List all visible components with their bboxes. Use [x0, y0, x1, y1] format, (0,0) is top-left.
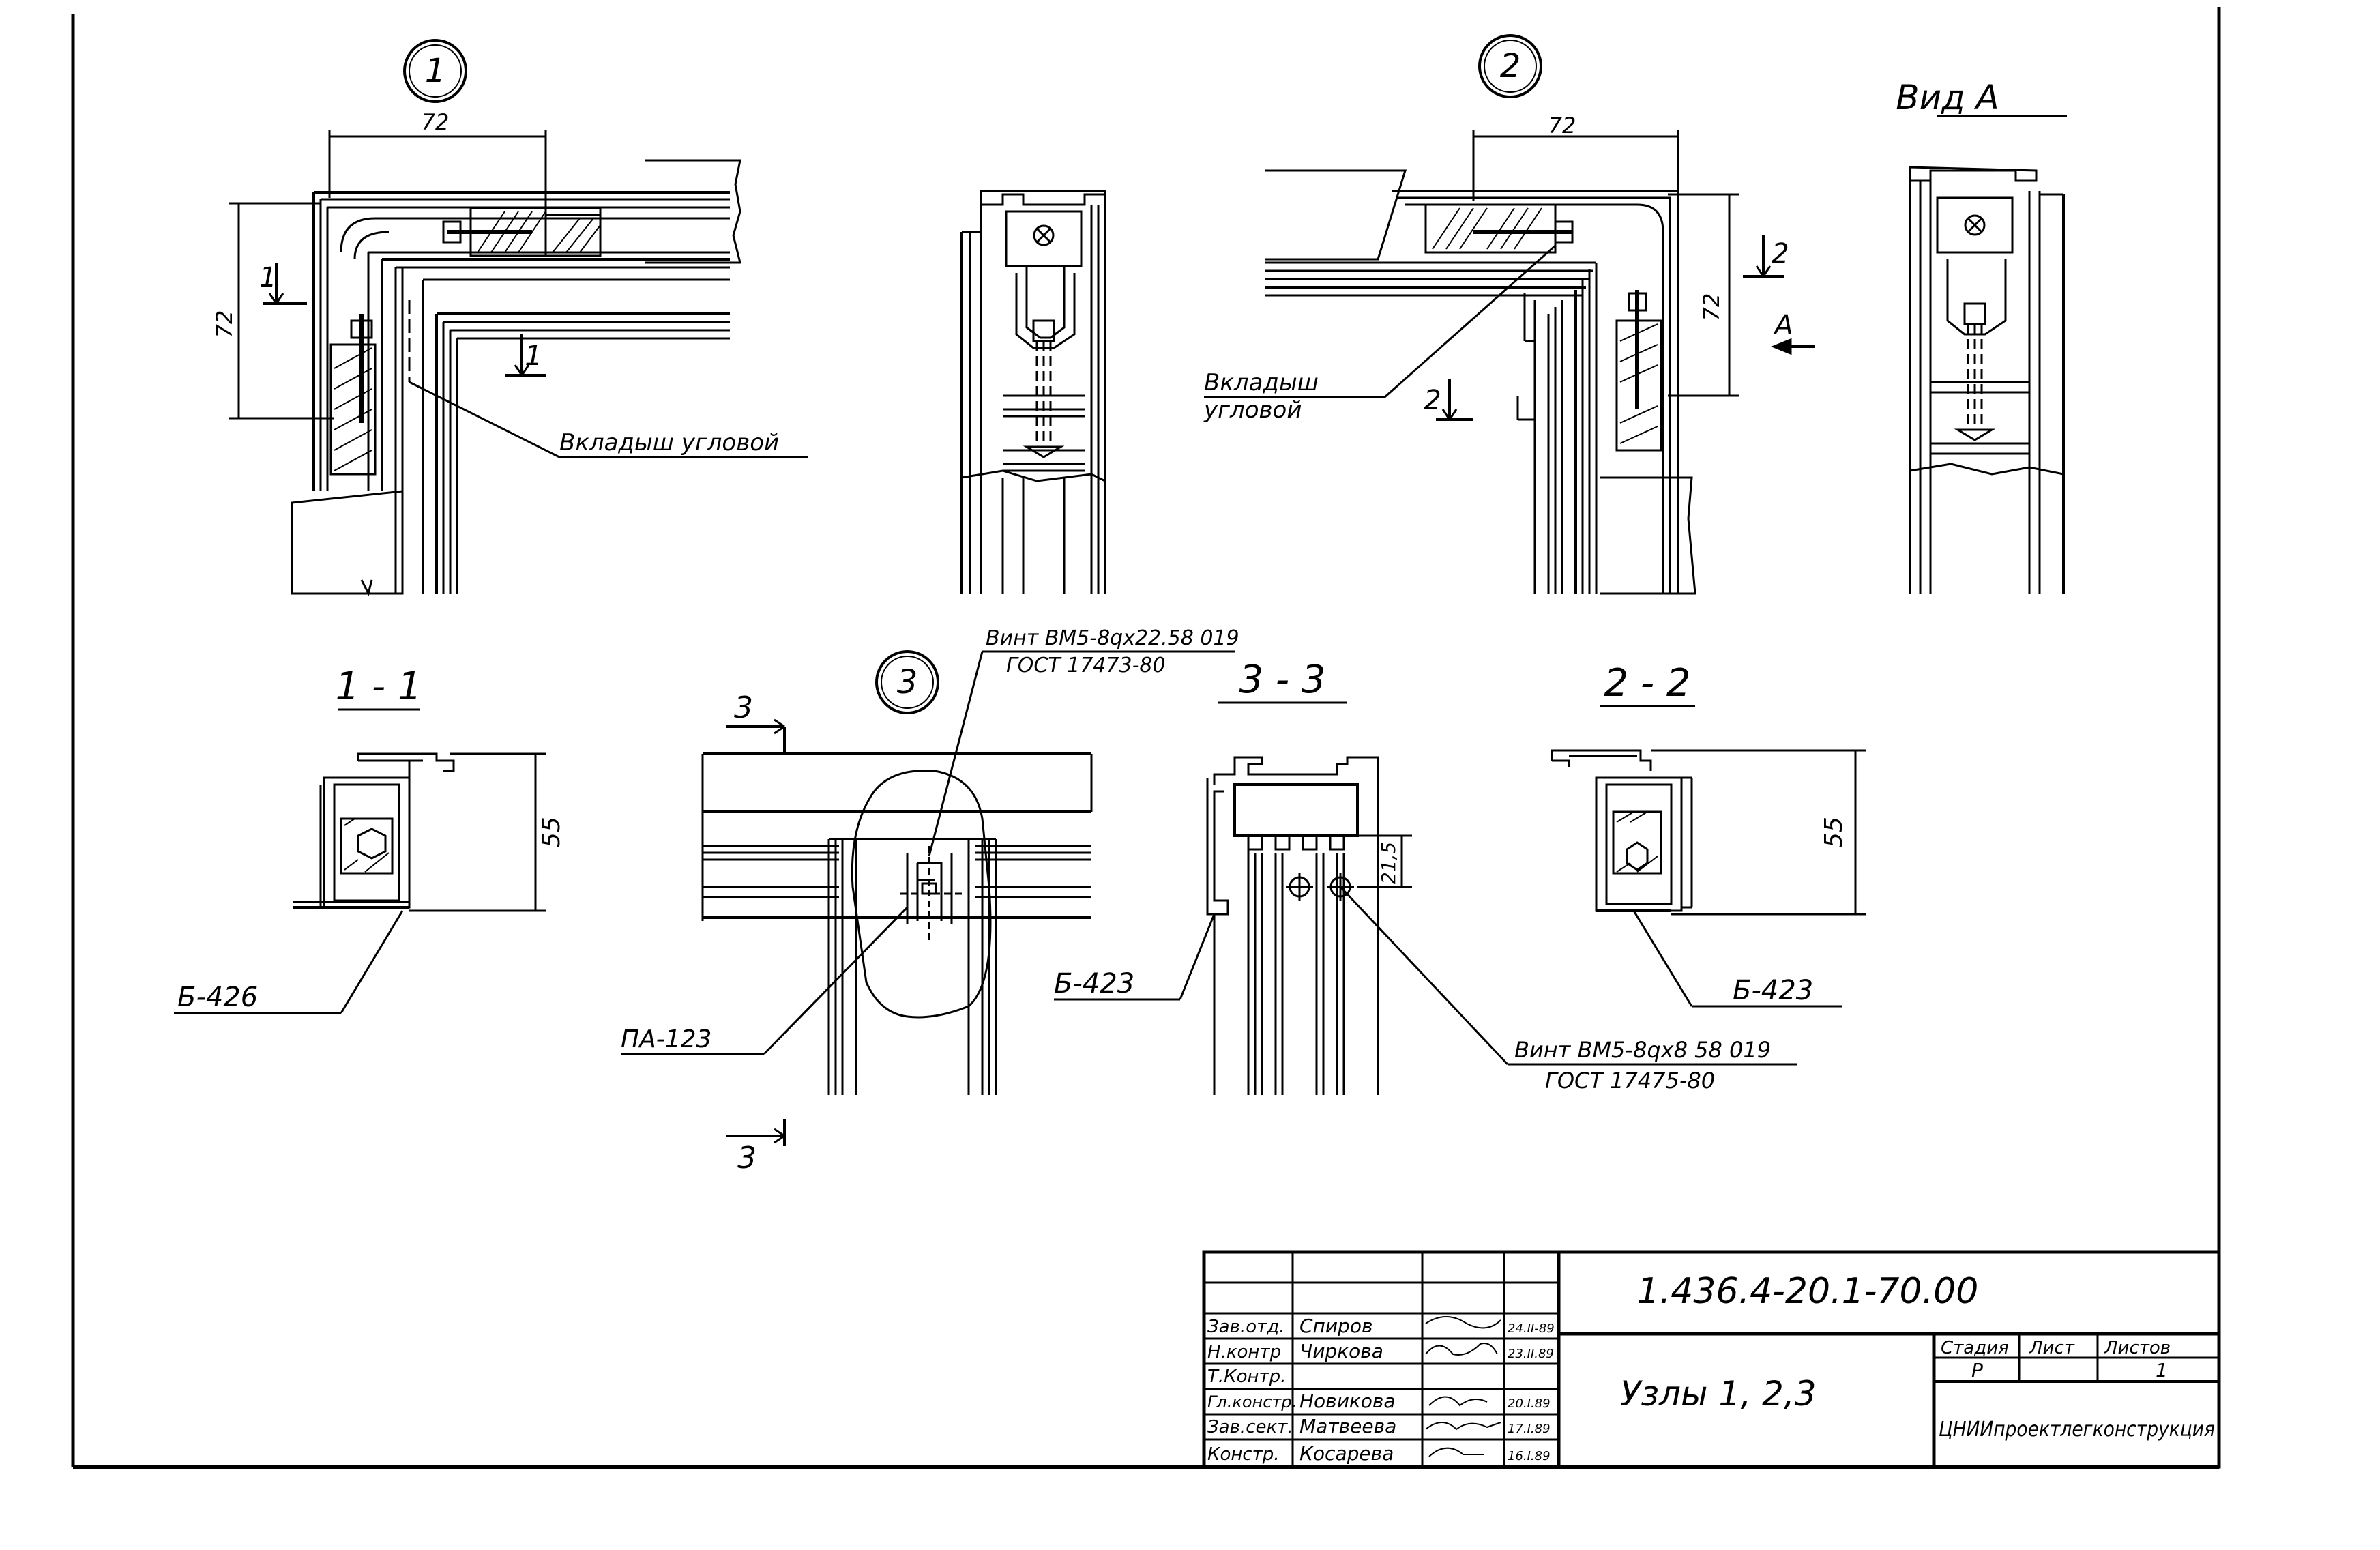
signature-role: Зав.сект.: [1207, 1417, 1293, 1437]
signature-name: Косарева: [1299, 1442, 1394, 1465]
signature-row: Гл.констр. Новикова 20.I.89: [1207, 1390, 1551, 1412]
section-3-3-title: 3 - 3: [1239, 658, 1325, 702]
signature-date: 24.II-89: [1508, 1321, 1555, 1336]
screw-label-1-line1: Винт ВМ5-8qх22.58 019: [986, 626, 1239, 650]
signature-row: Констр. Косарева 16.I.89: [1207, 1442, 1551, 1465]
sheets-header: Листов: [2104, 1338, 2171, 1358]
node-3-detail: [621, 652, 1235, 1146]
stage-value: Р: [1971, 1359, 1983, 1381]
signature-role: Констр.: [1207, 1444, 1280, 1465]
stage-header: Стадия: [1941, 1338, 2009, 1358]
signature-row: Н.контр Чиркова 23.II.89: [1207, 1340, 1554, 1362]
signature-name: Чиркова: [1299, 1340, 1383, 1362]
elevation-view-1: [962, 191, 1105, 594]
section-1-1-profile: [174, 754, 546, 1013]
document-number: 1.436.4-20.1-70.00: [1637, 1271, 1979, 1312]
section-1-1-title: 1 - 1: [335, 664, 422, 709]
section-3-3-dim-21-5: 21,5: [1377, 842, 1400, 884]
node-1-dim-72-left: 72: [211, 310, 237, 338]
title-block-grid: [1204, 1252, 2219, 1467]
view-a-title: Вид А: [1896, 78, 1999, 117]
section-mark-3-top: 3: [734, 690, 753, 725]
section-1-1-dim-55: 55: [538, 817, 565, 848]
section-mark-2b: 2: [1424, 385, 1441, 416]
section-mark-3-bottom: 3: [737, 1141, 756, 1175]
insert-label-1: Вкладыш угловой: [559, 429, 779, 456]
screw-label-1-line2: ГОСТ 17473-80: [1006, 654, 1166, 677]
sheet-header: Лист: [2029, 1338, 2075, 1358]
organization-name: ЦНИИпроектлегконструкция: [1939, 1418, 2215, 1442]
view-a-elevation: [1910, 167, 2063, 594]
signature-name: Новикова: [1299, 1390, 1396, 1412]
sheet-frame: [73, 7, 2219, 1467]
label-b-426: Б-426: [177, 982, 258, 1013]
section-3-3-profile: [1054, 757, 1797, 1095]
signature-date: 23.II.89: [1508, 1347, 1554, 1361]
node-2-dim-72-right: 72: [1699, 293, 1724, 321]
sheets-value: 1: [2156, 1359, 2168, 1381]
signature-name: Спиров: [1299, 1315, 1372, 1337]
insert-label-2-line2: угловой: [1203, 396, 1302, 424]
signature-date: 20.I.89: [1508, 1397, 1551, 1411]
signature-role: Т.Контр.: [1207, 1366, 1286, 1387]
arrow-a-label: А: [1772, 310, 1793, 341]
node-2-dim-72-top: 72: [1548, 113, 1576, 138]
sheet-title: Узлы 1, 2,3: [1620, 1374, 1817, 1414]
section-mark-1a: 1: [259, 262, 276, 293]
node-2-number: 2: [1500, 47, 1521, 85]
label-b-423-left: Б-423: [1054, 968, 1134, 999]
node-3-number: 3: [897, 663, 918, 701]
signature-row: Т.Контр.: [1207, 1366, 1286, 1387]
insert-label-2-line1: Вкладыш: [1204, 369, 1319, 396]
label-pa-123: ПА-123: [621, 1025, 711, 1053]
signature-role: Зав.отд.: [1207, 1317, 1284, 1337]
signature-role: Н.контр: [1207, 1342, 1281, 1362]
node-1-number: 1: [425, 52, 446, 90]
section-2-2-title: 2 - 2: [1604, 661, 1690, 705]
node-2-detail: [1204, 35, 1815, 594]
signature-row: Зав.отд. Спиров 24.II-89: [1207, 1315, 1555, 1337]
signature-name: Матвеева: [1299, 1415, 1396, 1437]
node-1-detail: [229, 40, 808, 594]
section-2-2-profile: [1552, 750, 1866, 1006]
signature-role: Гл.констр.: [1207, 1392, 1297, 1412]
signature-date: 16.I.89: [1508, 1449, 1551, 1463]
signature-row: Зав.сект. Матвеева 17.I.89: [1207, 1415, 1551, 1437]
handwritten-signatures: [1426, 1317, 1501, 1457]
section-mark-1b: 1: [525, 340, 542, 372]
signature-date: 17.I.89: [1508, 1422, 1551, 1436]
section-2-2-dim-55: 55: [1820, 817, 1848, 848]
node-1-dim-72-top: 72: [422, 109, 450, 135]
screw-label-2-line1: Винт ВМ5-8qх8 58 019: [1514, 1037, 1771, 1063]
label-b-423-right: Б-423: [1733, 975, 1813, 1006]
section-mark-2a: 2: [1772, 238, 1789, 269]
screw-label-2-line2: ГОСТ 17475-80: [1545, 1068, 1715, 1094]
